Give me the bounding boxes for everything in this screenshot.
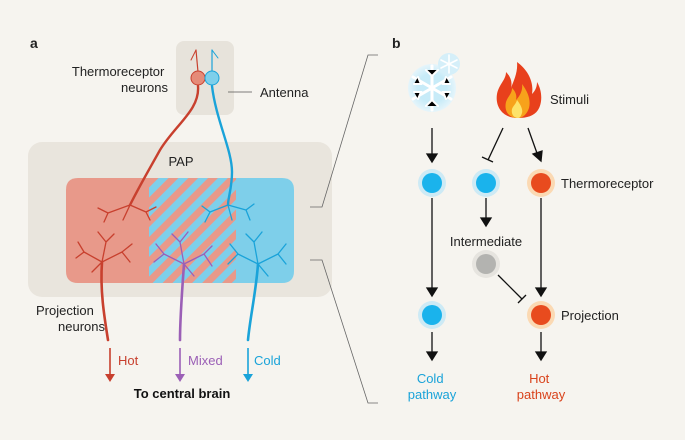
thermoreceptor-label: Thermoreceptor — [561, 176, 654, 191]
projection-neurons-label: Projection neurons — [36, 303, 105, 334]
cold-pathway-label: Cold pathway — [408, 371, 457, 402]
snowflake-icon — [408, 53, 460, 112]
to-central-brain-label: To central brain — [134, 386, 231, 401]
intermediate-node — [472, 250, 500, 278]
cold-output-label: Cold — [254, 353, 281, 368]
hot-thermoreceptor-node — [527, 169, 555, 197]
hot-output-label: Hot — [118, 353, 139, 368]
stimuli-label: Stimuli — [550, 92, 589, 107]
panel-a-letter: a — [30, 35, 38, 51]
flame-icon — [496, 62, 542, 118]
panel-b-letter: b — [392, 35, 401, 51]
thermoreceptor-neurons — [97, 49, 255, 223]
hot-pathway-label: Hot pathway — [517, 371, 566, 402]
intermediate-label: Intermediate — [450, 234, 522, 249]
pathway-connections — [425, 127, 548, 362]
pap-label: PAP — [168, 154, 193, 169]
projection-label: Projection — [561, 308, 619, 323]
antenna-label: Antenna — [260, 85, 309, 100]
cold-projection-node — [418, 301, 446, 329]
output-arrows — [105, 348, 253, 382]
cold-thermoreceptor-node — [418, 169, 446, 197]
hot-projection-node — [527, 301, 555, 329]
mixed-output-label: Mixed — [188, 353, 223, 368]
glomeruli-regions — [66, 178, 294, 283]
zoom-bracket — [310, 54, 378, 404]
cold-sensitive-receptor-node — [472, 169, 500, 197]
thermoreceptor-neurons-label: Thermoreceptor neurons — [72, 64, 169, 95]
projection-neurons — [75, 231, 287, 342]
